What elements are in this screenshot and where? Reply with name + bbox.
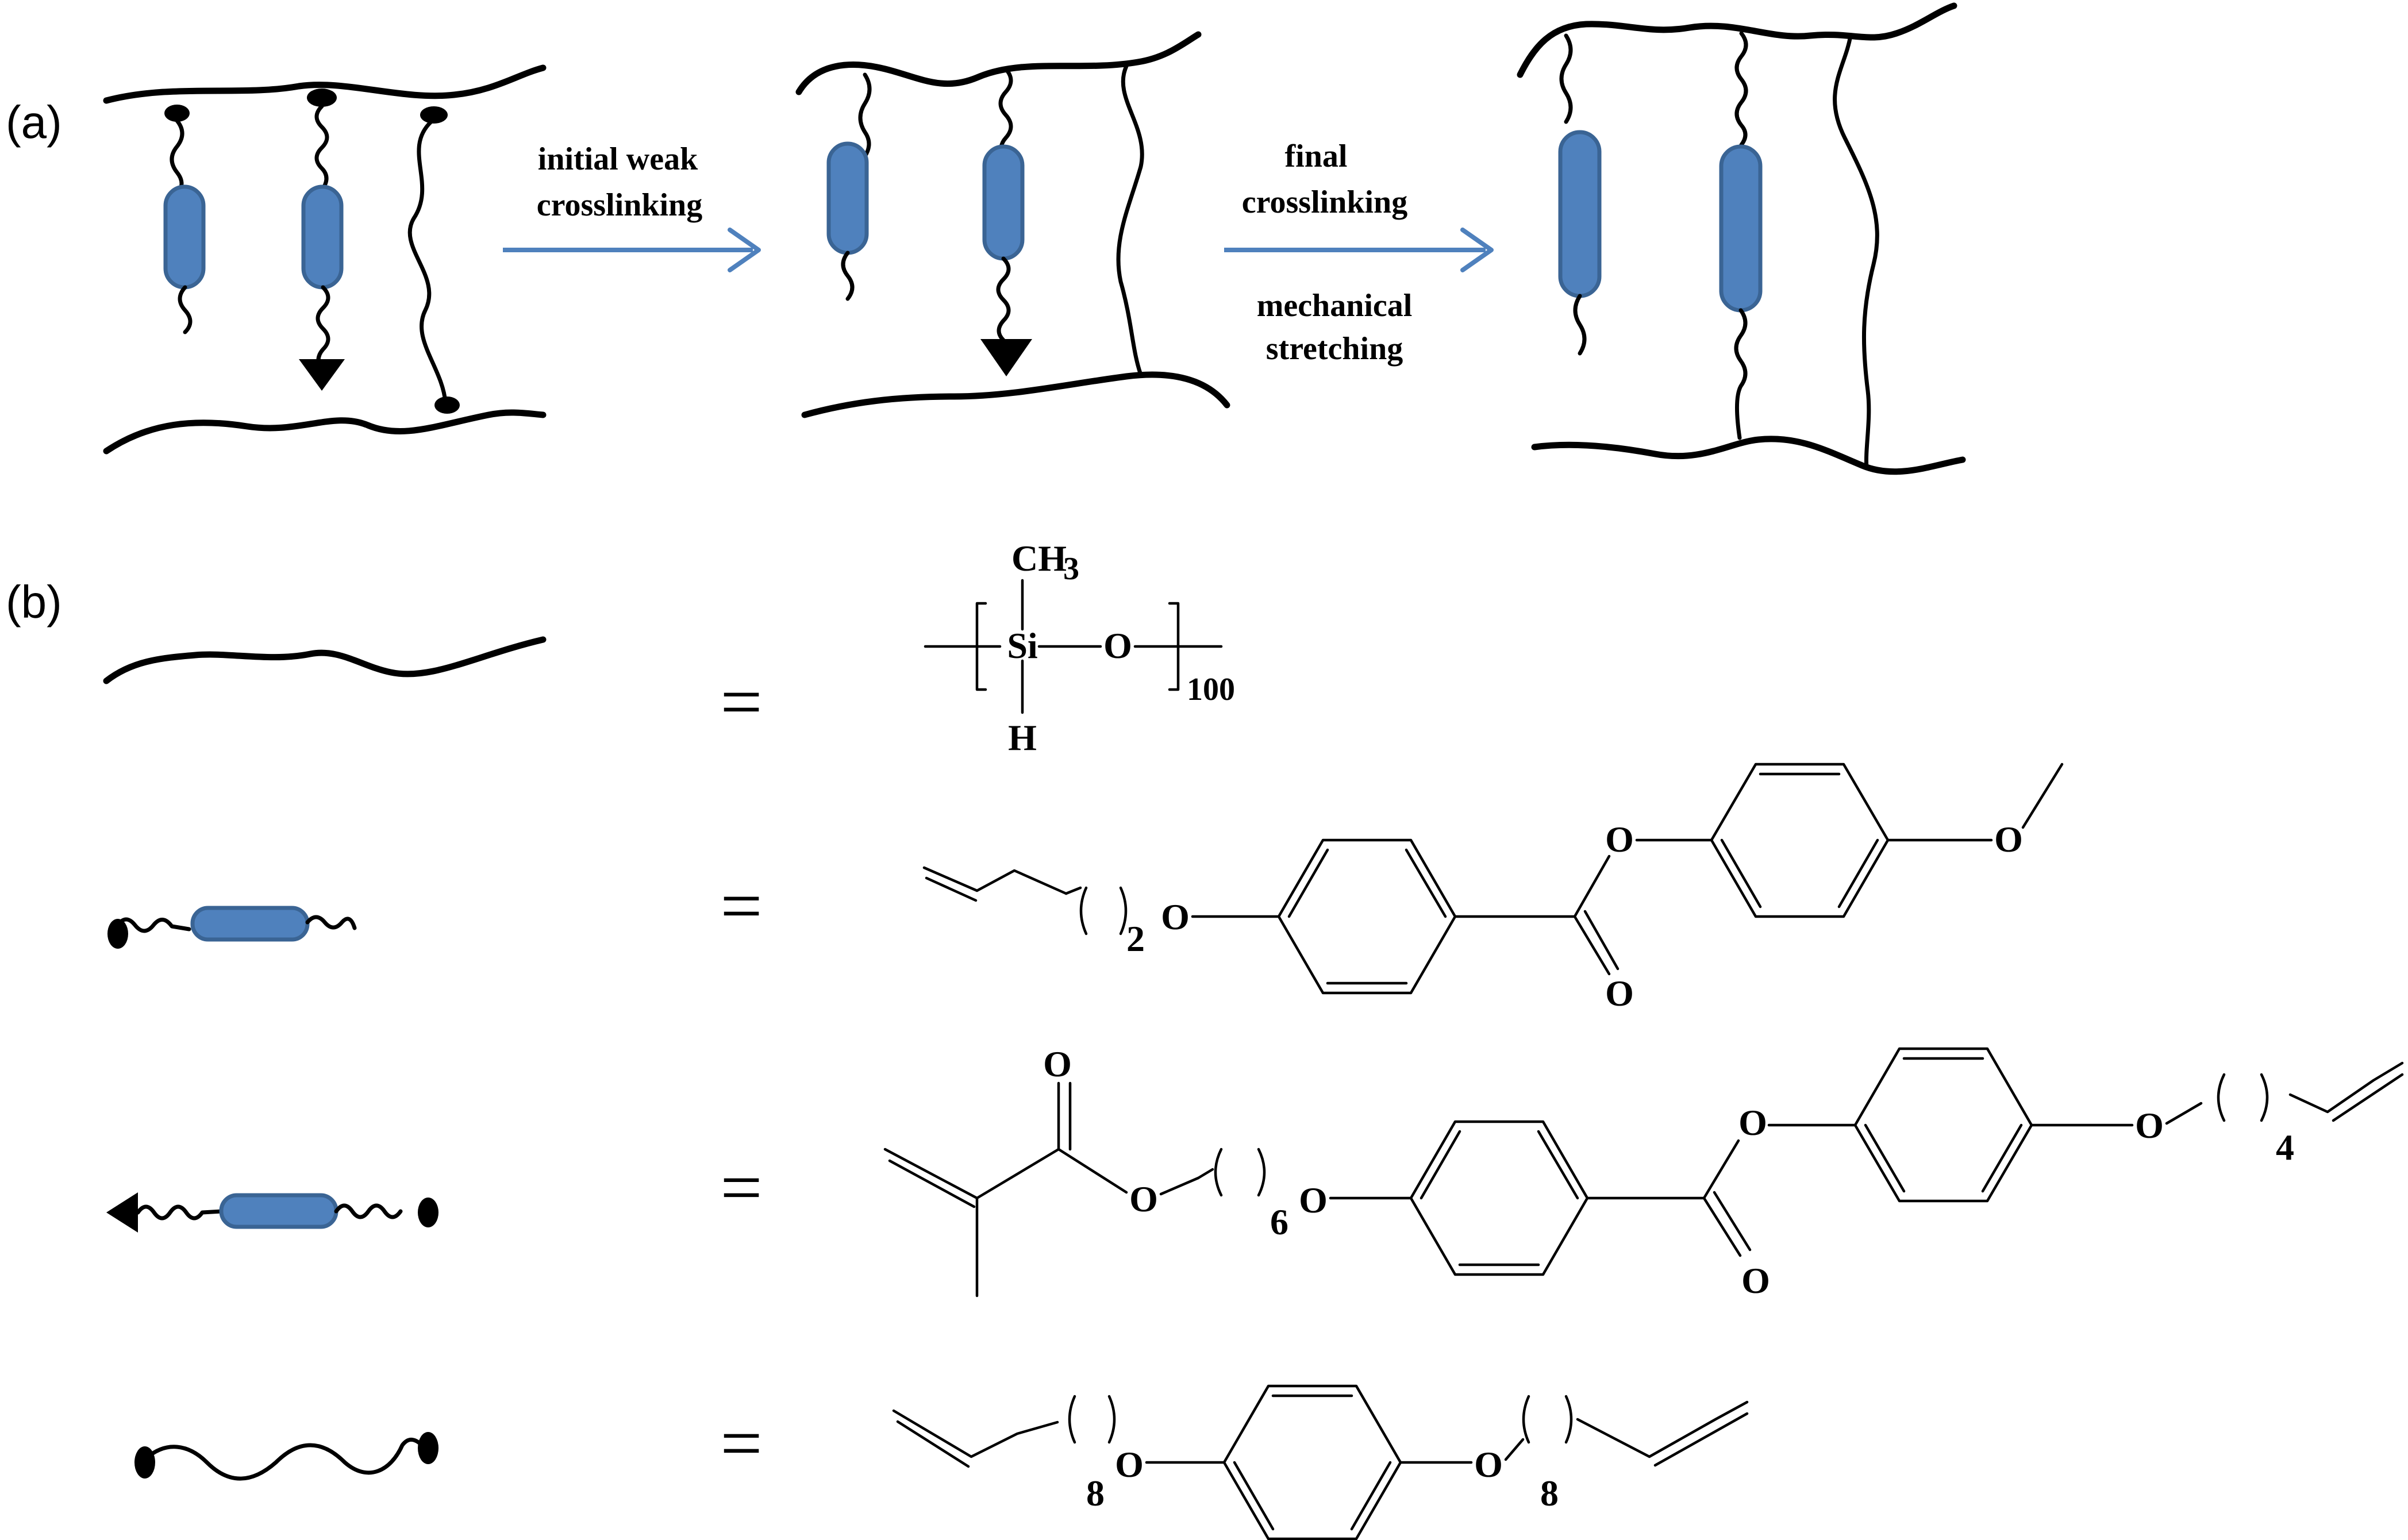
flexible-crosslinker bbox=[407, 106, 460, 414]
methoxy-oxygen: O bbox=[1994, 819, 2023, 860]
spacer-count: 2 bbox=[1126, 918, 1145, 959]
mesogen-crosslinker bbox=[980, 67, 1032, 376]
stage-3-fully-crosslinked bbox=[1517, 2, 1966, 475]
flexible-crosslinker-structure: 8 O O 8 bbox=[892, 1384, 1749, 1540]
methacrylate-end-arrow bbox=[980, 339, 1032, 376]
legend-crosslinker-symbol bbox=[106, 1192, 438, 1233]
polymer-backbone-bottom bbox=[1531, 436, 1966, 475]
carbonyl-oxygen-2: O bbox=[1741, 1260, 1770, 1301]
hydrogen-label: H bbox=[1008, 717, 1037, 758]
step-arrow-1 bbox=[503, 228, 761, 272]
legend-flexible-symbol bbox=[134, 1432, 438, 1481]
polymer-backbone-top bbox=[795, 31, 1202, 95]
mesogen-rod bbox=[219, 1193, 338, 1229]
ester-oxygen: O bbox=[1129, 1179, 1158, 1219]
spacer-count-2: 4 bbox=[2276, 1127, 2294, 1168]
legend-equals: = bbox=[720, 1146, 762, 1229]
panel-b-label: (b) bbox=[6, 576, 62, 627]
legend-equals: = bbox=[720, 1402, 762, 1485]
stage-1-unreacted bbox=[103, 64, 547, 455]
ether-oxygen-2: O bbox=[2135, 1105, 2164, 1146]
legend-equals: = bbox=[720, 661, 762, 744]
step-2-label-line1: final bbox=[1285, 138, 1348, 174]
mesogen-rod bbox=[1719, 144, 1763, 313]
step-1-label-line2: crosslinking bbox=[537, 187, 702, 223]
step-2-label-line3: mechanical bbox=[1257, 288, 1413, 324]
mesogen-rod bbox=[1558, 130, 1602, 298]
mesogen-rod bbox=[190, 906, 310, 942]
mesogen-monomer-structure: 2 O O O O bbox=[922, 763, 2064, 1014]
ether-oxygen-2: O bbox=[1474, 1444, 1503, 1485]
polymer-backbone-top bbox=[1517, 2, 1957, 78]
silicon-label: Si bbox=[1007, 625, 1037, 666]
carbonyl-oxygen: O bbox=[1043, 1044, 1072, 1084]
ether-oxygen-1: O bbox=[1115, 1444, 1144, 1485]
polymer-backbone-bottom bbox=[801, 371, 1230, 418]
oxygen-label: O bbox=[1103, 625, 1132, 666]
spacer-count-1: 8 bbox=[1086, 1473, 1105, 1514]
mesogen-side-group bbox=[1558, 33, 1602, 356]
mesogen-rod bbox=[301, 184, 344, 290]
step-2-label-line2: crosslinking bbox=[1242, 184, 1407, 220]
step-1-label-line1: initial weak bbox=[538, 141, 698, 177]
carbonyl-oxygen: O bbox=[1605, 973, 1634, 1014]
crosslinker-mesogen-structure: O O 6 O O O O 4 bbox=[883, 1044, 2404, 1301]
repeat-count: 100 bbox=[1187, 672, 1235, 707]
legend-backbone-symbol bbox=[103, 636, 547, 684]
mesogen-crosslinker bbox=[1719, 31, 1763, 440]
methyl-label: CH bbox=[1011, 538, 1067, 579]
methacrylate-end-arrow bbox=[299, 359, 345, 391]
stage-2-weakly-crosslinked bbox=[795, 31, 1230, 418]
spacer-count-1: 6 bbox=[1270, 1202, 1288, 1242]
ester-oxygen: O bbox=[1605, 819, 1634, 860]
mesogen-crosslinker bbox=[299, 88, 345, 391]
ether-oxygen-1: O bbox=[1299, 1180, 1328, 1221]
spacer-count-2: 8 bbox=[1540, 1473, 1559, 1514]
methacrylate-end-arrow bbox=[106, 1192, 138, 1233]
polymer-backbone-bottom bbox=[103, 409, 547, 455]
methyl-subscript: 3 bbox=[1063, 551, 1079, 587]
ester-oxygen-2: O bbox=[1738, 1102, 1767, 1143]
legend-mesogen-symbol bbox=[107, 906, 357, 949]
flexible-crosslinker bbox=[1833, 33, 1879, 471]
step-2-label-line4: stretching bbox=[1266, 331, 1403, 367]
mesogen-rod bbox=[982, 144, 1025, 261]
legend-equals: = bbox=[720, 865, 762, 948]
polymer-backbone-top bbox=[103, 64, 547, 104]
panel-a-label: (a) bbox=[6, 97, 62, 148]
siloxane-structure: CH 3 Si O H 100 bbox=[924, 538, 1235, 758]
mesogen-side-group bbox=[826, 72, 872, 301]
mesogen-rod bbox=[163, 184, 206, 290]
ether-oxygen: O bbox=[1161, 896, 1190, 937]
flexible-crosslinker bbox=[1116, 64, 1144, 377]
mesogen-side-group bbox=[163, 105, 206, 334]
step-arrow-2 bbox=[1224, 228, 1494, 272]
mesogen-rod bbox=[826, 141, 869, 255]
